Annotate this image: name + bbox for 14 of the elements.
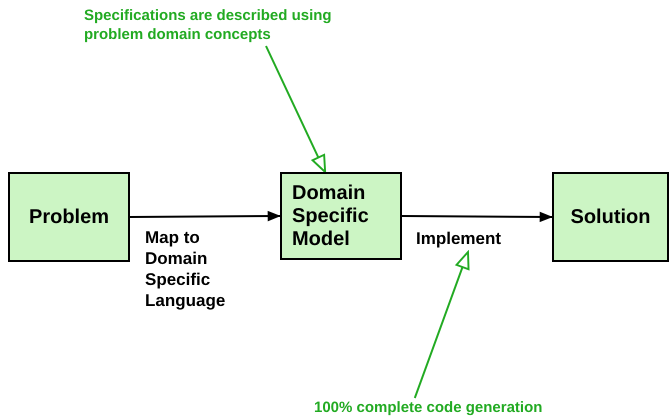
arrow [402,212,552,222]
process-box [552,172,669,262]
leader-line [414,251,470,398]
edge-label: Implement [416,228,502,249]
box-label: Problem [28,206,110,228]
box-label: Domain Specific Model [292,182,370,250]
leader-line [265,46,326,173]
annotation-text: Specifications are described using problem domain concepts [84,7,332,43]
box-label: Solution [570,206,650,228]
process-box [8,172,130,262]
annotation-text: 100% complete code generation [314,399,542,416]
process-box [280,172,402,260]
edge-label: Map to Domain Specific Language [145,227,226,311]
arrow [130,210,280,222]
